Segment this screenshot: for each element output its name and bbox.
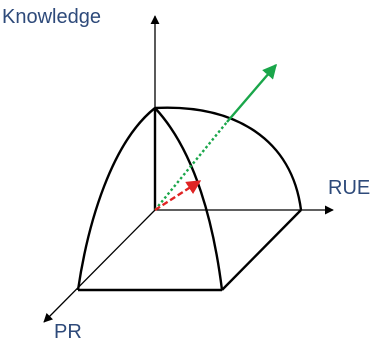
knowledge-axis-label: Knowledge [2,6,101,28]
red-arrow [154,179,202,212]
middle-curve [154,107,224,291]
green-arrow [226,63,277,123]
left-curve [76,107,156,291]
base-right-edge [221,209,302,291]
pr-axis [43,209,156,323]
surface-outline [76,106,303,292]
rue-axis-label: RUE [328,177,371,199]
green-dotted-segment [154,121,228,211]
top-curve [154,106,303,211]
pr-axis-label: PR [54,321,82,343]
